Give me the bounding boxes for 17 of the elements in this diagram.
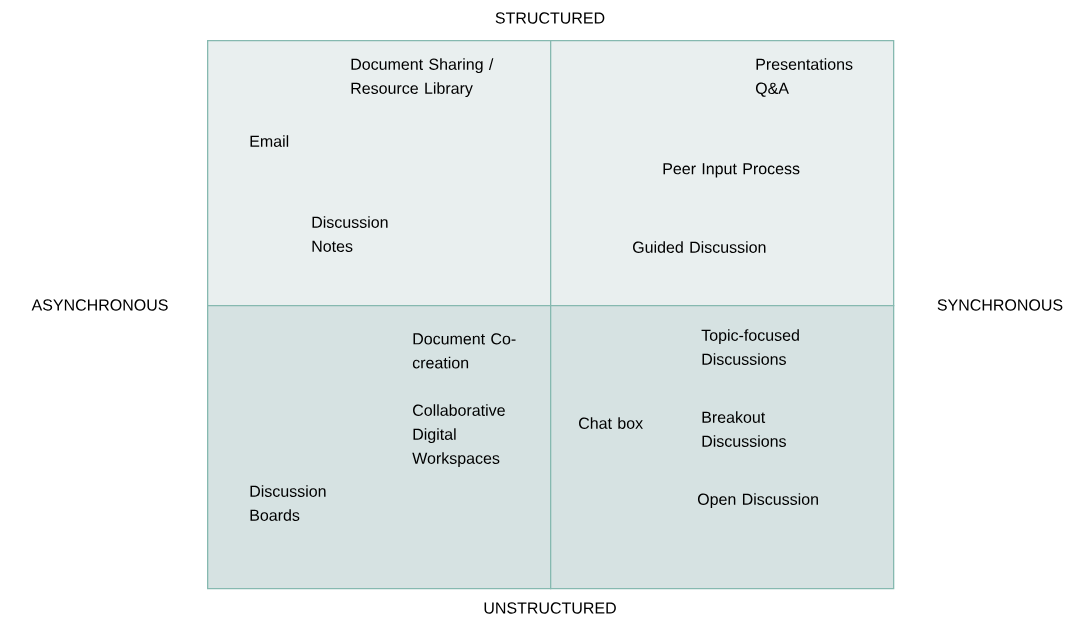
item-label: Guided Discussion bbox=[633, 241, 766, 253]
item-label: Discussion Boards bbox=[250, 485, 326, 521]
item-label: Chat box bbox=[579, 417, 643, 429]
item-label: Email bbox=[250, 135, 289, 147]
item-label: Presentations Q&A bbox=[755, 58, 853, 97]
axis-label: ASYNCHRONOUS bbox=[31, 299, 168, 311]
item-label: Discussion Notes bbox=[312, 216, 388, 252]
item-label: Peer Input Process bbox=[663, 163, 800, 178]
item-label: Collaborative Digital Workspaces bbox=[412, 404, 505, 468]
axis-label: SYNCHRONOUS bbox=[937, 299, 1063, 311]
item-label: Open Discussion bbox=[697, 493, 818, 509]
item-label: Topic-focused Discussions bbox=[701, 329, 799, 365]
axis-label: UNSTRUCTURED bbox=[484, 602, 616, 614]
item-label: Breakout Discussions bbox=[702, 411, 786, 447]
axis-label: STRUCTURED bbox=[495, 12, 605, 24]
item-label: Document Co-creation bbox=[412, 333, 516, 369]
item-label: Document Sharing / Resource Library bbox=[351, 58, 494, 98]
